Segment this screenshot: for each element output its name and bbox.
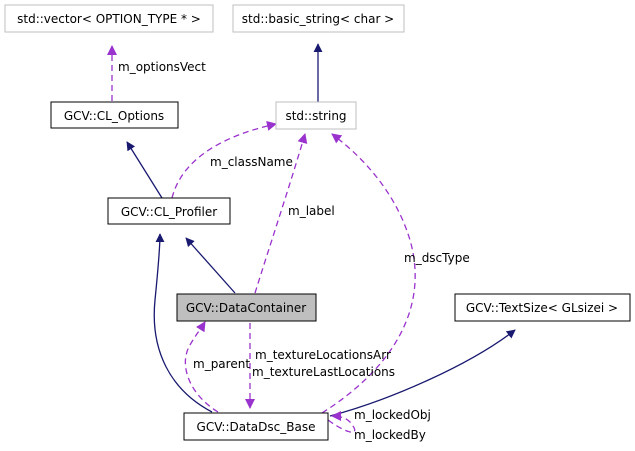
label-locked-by: m_lockedBy <box>354 428 426 442</box>
edge-datadsc-to-textsize <box>329 329 516 417</box>
label-parent: m_parent <box>193 357 250 371</box>
label-locked-obj: m_lockedObj <box>354 408 431 422</box>
edge-datadsc-to-profiler <box>153 233 213 413</box>
edge-class-name <box>171 121 277 199</box>
node-label: std::string <box>285 109 346 123</box>
usage-edges <box>107 45 416 433</box>
node-label: std::vector< OPTION_TYPE * > <box>17 12 201 26</box>
node-data-container[interactable]: GCV::DataContainer <box>176 293 317 322</box>
edge-labels: m_optionsVect m_className m_label m_dscT… <box>118 60 470 442</box>
node-std-basic-string[interactable]: std::basic_string< char > <box>232 4 405 33</box>
edge-datacontainer-to-profiler <box>185 237 236 294</box>
node-text-size[interactable]: GCV::TextSize< GLsizei > <box>454 293 631 322</box>
edge-dsc-type <box>321 133 416 414</box>
label-class-name: m_className <box>210 155 293 169</box>
node-label: GCV::CL_Profiler <box>121 205 217 219</box>
edge-locked-by <box>327 411 356 433</box>
label-texture-locations-arr: m_textureLocationsArr <box>255 348 391 362</box>
edge-profiler-to-options <box>126 141 163 199</box>
node-label: GCV::TextSize< GLsizei > <box>466 301 618 315</box>
node-std-string[interactable]: std::string <box>275 101 357 130</box>
node-label: GCV::DataContainer <box>186 301 306 315</box>
label-options-vect: m_optionsVect <box>118 60 206 74</box>
node-cl-profiler[interactable]: GCV::CL_Profiler <box>107 197 231 225</box>
edge-label <box>254 133 308 294</box>
edge-parent <box>184 321 219 413</box>
node-data-dsc-base[interactable]: GCV::DataDsc_Base <box>183 412 329 441</box>
node-std-vector[interactable]: std::vector< OPTION_TYPE * > <box>4 4 214 33</box>
node-cl-options[interactable]: GCV::CL_Options <box>50 101 179 129</box>
label-dsc-type: m_dscType <box>404 251 470 265</box>
label-texture-last-locations: m_textureLastLocations <box>252 365 395 379</box>
node-label: std::basic_string< char > <box>242 12 395 26</box>
node-label: GCV::DataDsc_Base <box>197 420 316 434</box>
node-label: GCV::CL_Options <box>64 109 164 123</box>
inheritance-edges <box>126 43 516 417</box>
label-label: m_label <box>288 204 335 218</box>
